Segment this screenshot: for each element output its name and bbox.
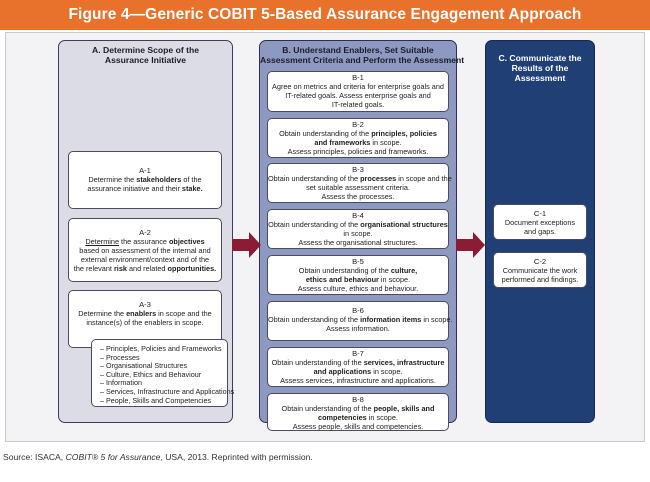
box-line: Obtain understanding of the services, in…: [271, 358, 445, 367]
box-line: Assess the organisational structures.: [298, 238, 418, 247]
enabler-list-box: – Principles, Policies and Frameworks – …: [91, 339, 235, 407]
box-code: C-2: [533, 257, 547, 266]
box-line: Determine the assurance objectives: [85, 237, 205, 246]
list-item: – People, Skills and Competencies: [100, 395, 212, 405]
box-code: C-1: [533, 209, 547, 218]
column-a-heading: A. Determine Scope of the Assurance Init…: [59, 45, 232, 65]
box-code: B-6: [352, 306, 364, 315]
box-line: Obtain understanding of the people, skil…: [281, 404, 435, 413]
box-line: set suitable assessment criteria.: [306, 183, 410, 192]
box-code: B-1: [352, 73, 364, 82]
box-line: Obtain understanding of the culture,: [298, 266, 418, 275]
figure-title-bar: Figure 4—Generic COBIT 5-Based Assurance…: [0, 0, 650, 30]
column-c-heading: C. Communicate the Results of the Assess…: [486, 53, 594, 83]
list-item: – Services, Infrastructure and Applicati…: [100, 386, 235, 396]
box-line: external environment/context and of the: [80, 255, 210, 264]
box-a1: A-1 Determine the stakeholders of the as…: [68, 151, 222, 209]
list-item: – Culture, Ethics and Behaviour: [100, 369, 202, 379]
box-line: instance(s) of the enablers in scope.: [86, 318, 204, 327]
box-line: Obtain understanding of the processes in…: [268, 174, 452, 183]
box-line: based on assessment of the internal and: [79, 246, 211, 255]
box-code: B-3: [352, 165, 364, 174]
column-c-heading-line: C. Communicate the: [498, 53, 582, 63]
box-line: Obtain understanding of the principles, …: [279, 129, 437, 138]
box-code: A-2: [139, 228, 151, 237]
column-b-heading-line: Assessment Criteria and Perform the Asse…: [260, 55, 465, 65]
box-line: Communicate the work: [502, 266, 578, 275]
column-c-heading-line: Results of the: [511, 63, 569, 73]
box-b6: B-6 Obtain understanding of the informat…: [267, 301, 453, 341]
box-c1: C-1 Document exceptions and gaps.: [493, 204, 587, 240]
box-line: Assess the processes.: [321, 192, 395, 201]
box-c2: C-2 Communicate the work performed and f…: [493, 252, 587, 288]
box-code: B-7: [352, 349, 364, 358]
box-a2: A-2 Determine the assurance objectives b…: [68, 218, 222, 282]
source-note: Source: ISACA, COBIT® 5 for Assurance, U…: [3, 452, 313, 462]
box-line: Assess people, skills and competencies.: [292, 422, 424, 431]
box-line: IT-related goals. Assess enterprise goal…: [285, 91, 431, 100]
column-b-heading-line: B. Understand Enablers, Set Suitable: [282, 45, 434, 55]
box-b2: B-2 Obtain understanding of the principl…: [267, 118, 449, 158]
box-line: in scope.: [343, 229, 373, 238]
box-line: Determine the enablers in scope and the: [78, 309, 212, 318]
box-line: competencies in scope.: [318, 413, 398, 422]
box-line: assurance initiative and their stake.: [87, 184, 203, 193]
box-line: Assess culture, ethics and behaviour.: [297, 284, 419, 293]
box-b8: B-8 Obtain understanding of the people, …: [267, 393, 449, 431]
box-code: A-1: [139, 166, 151, 175]
box-line: Assess principles, policies and framewor…: [287, 147, 429, 156]
column-a-heading-line: A. Determine Scope of the: [92, 45, 199, 55]
figure-title: Figure 4—Generic COBIT 5-Based Assurance…: [68, 6, 582, 23]
column-a-heading-line: Assurance Initiative: [104, 55, 187, 65]
list-item: – Principles, Policies and Frameworks: [100, 344, 222, 353]
box-b7: B-7 Obtain understanding of the services…: [267, 347, 449, 387]
box-b4: B-4 Obtain understanding of the organisa…: [267, 209, 449, 249]
column-b-heading: B. Understand Enablers, Set Suitable Ass…: [260, 45, 465, 65]
box-line: Assess information.: [326, 324, 390, 333]
list-item: – Information: [100, 378, 142, 388]
arrow-a-to-b: [232, 232, 261, 258]
box-line: Determine the stakeholders of the: [88, 175, 202, 184]
list-item: – Organisational Structures: [100, 361, 188, 371]
box-line: ethics and behaviour in scope.: [305, 275, 411, 284]
box-line: and gaps.: [523, 227, 557, 236]
box-line: Document exceptions: [504, 218, 576, 227]
box-line: and frameworks in scope.: [314, 138, 402, 147]
box-code: B-4: [352, 211, 364, 220]
box-b3: B-3 Obtain understanding of the processe…: [267, 163, 452, 203]
box-code: B-8: [352, 395, 364, 404]
box-code: B-2: [352, 120, 364, 129]
box-line: and applications in scope.: [313, 367, 403, 376]
box-b5: B-5 Obtain understanding of the culture,…: [267, 255, 449, 295]
box-code: A-3: [139, 300, 151, 309]
box-line: Assess services, infrastructure and appl…: [280, 376, 436, 385]
box-a3: A-3 Determine the enablers in scope and …: [68, 290, 222, 348]
box-line: the relevant risk and related opportunit…: [73, 264, 217, 273]
box-line: Agree on metrics and criteria for enterp…: [272, 82, 444, 91]
box-line: Obtain understanding of the information …: [268, 315, 453, 324]
column-c-heading-line: Assessment: [514, 73, 566, 83]
box-line: Obtain understanding of the organisation…: [268, 220, 448, 229]
box-line: performed and findings.: [501, 275, 579, 284]
box-b1: B-1 Agree on metrics and criteria for en…: [267, 71, 449, 112]
arrow-b-to-c: [456, 232, 485, 258]
list-item: – Processes: [100, 352, 140, 362]
box-code: B-5: [352, 257, 364, 266]
box-line: IT-related goals.: [331, 100, 385, 109]
